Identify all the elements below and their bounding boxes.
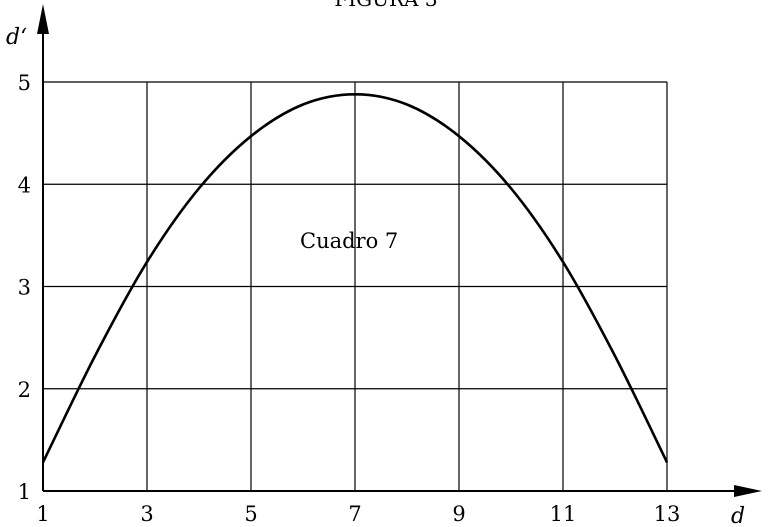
- y-axis-arrow: [37, 4, 49, 34]
- y-tick-label: 2: [18, 378, 31, 402]
- y-tick-label: 4: [18, 173, 31, 197]
- chart-title: FIGURA 3: [334, 0, 437, 11]
- x-axis-label: d: [731, 504, 745, 527]
- y-tick-label: 5: [18, 71, 31, 95]
- x-tick-label: 7: [348, 502, 361, 526]
- axes: [37, 4, 762, 497]
- y-tick-labels: 1 2 3 4 5: [18, 71, 31, 504]
- x-tick-label: 13: [654, 502, 681, 526]
- y-axis-label: d‘: [6, 25, 27, 50]
- cuadro-annotation: Cuadro 7: [300, 229, 398, 253]
- x-axis-arrow: [734, 485, 762, 497]
- y-tick-label: 3: [18, 276, 31, 300]
- x-tick-label: 9: [452, 502, 465, 526]
- grid: [43, 81, 668, 491]
- x-tick-label: 5: [244, 502, 257, 526]
- y-tick-label: 1: [18, 480, 31, 504]
- series-line-curve: [41, 92, 669, 463]
- x-tick-label: 1: [36, 502, 49, 526]
- x-tick-label: 3: [140, 502, 153, 526]
- x-tick-label: 11: [550, 502, 577, 526]
